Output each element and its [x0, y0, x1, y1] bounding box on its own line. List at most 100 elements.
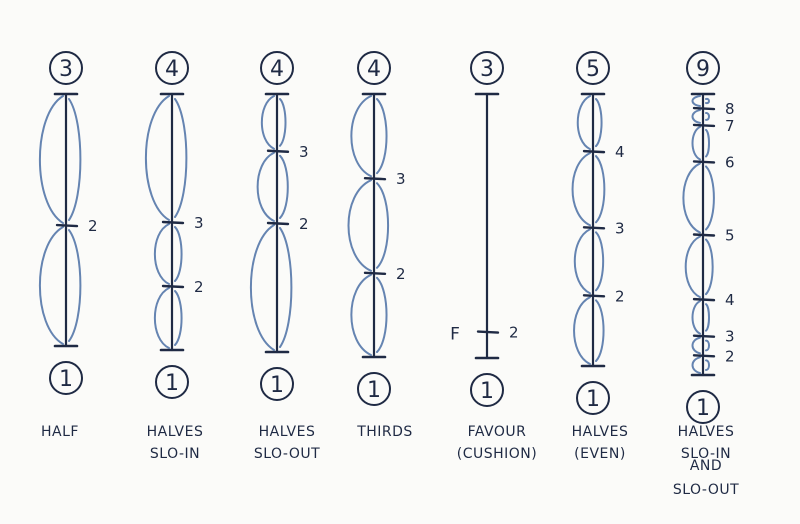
inbetween-tick	[692, 354, 716, 358]
top-key-circle	[470, 51, 504, 85]
spacing-arc	[691, 300, 701, 335]
spacing-arc	[691, 356, 701, 374]
inbetween-number: 7	[725, 117, 735, 135]
bottom-key-number: 1	[480, 379, 494, 404]
top-key-number: 3	[480, 57, 494, 82]
chart-caption-line: THIRDS	[356, 424, 413, 440]
bottom-key-circle	[686, 390, 720, 424]
top-key-number: 4	[270, 57, 284, 82]
inbetween-number: 2	[396, 265, 406, 283]
chart-caption-line: HALVES	[678, 424, 735, 440]
inbetween-tick	[363, 176, 387, 181]
bottom-key-number: 1	[270, 373, 284, 398]
spacing-arc-inner	[376, 182, 390, 269]
spacing-arc	[39, 95, 64, 225]
chart-caption-line: HALVES	[147, 424, 204, 440]
bottom-key-circle	[49, 361, 83, 395]
spacing-arc-inner	[279, 154, 289, 219]
inbetween-tick	[161, 220, 185, 225]
inbetween-tick	[692, 334, 716, 338]
spacing-arc	[153, 223, 170, 285]
bottom-key-circle	[470, 373, 504, 407]
spacing-arc-inner	[705, 339, 710, 352]
favour-marker: F	[450, 325, 460, 345]
inbetween-tick	[363, 271, 387, 276]
spacing-arc	[682, 162, 701, 234]
spacing-arc	[691, 95, 701, 108]
spacing-arc	[691, 336, 701, 355]
inbetween-tick	[266, 149, 290, 153]
spacing-arc-inner	[705, 303, 710, 332]
bottom-key-number: 1	[367, 378, 381, 403]
spacing-arc-inner	[174, 98, 188, 218]
inbetween-number: 4	[725, 291, 735, 309]
top-key-circle	[49, 51, 83, 85]
inbetween-tick	[692, 106, 716, 111]
chart-caption-line: SLO-OUT	[254, 446, 320, 462]
inbetween-number: 3	[615, 219, 625, 237]
spacing-arc	[256, 151, 275, 222]
spacing-arc-inner	[595, 299, 605, 362]
inbetween-number: 2	[615, 287, 625, 305]
spacing-arc-inner	[279, 227, 293, 348]
chart-caption-line: HALF	[41, 424, 79, 440]
spacing-arc-inner	[705, 97, 710, 105]
inbetween-tick	[692, 160, 716, 164]
inbetween-tick	[692, 233, 716, 237]
inbetween-tick	[161, 284, 185, 289]
chart-caption-line: SLO-IN	[150, 446, 200, 462]
spacing-arc-inner	[705, 238, 714, 296]
spacing-arc	[260, 95, 275, 150]
spacing-arc-inner	[279, 98, 287, 147]
spacing-arc-inner	[595, 155, 606, 224]
top-key-circle	[686, 51, 720, 85]
chart-caption-line: (EVEN)	[574, 446, 626, 462]
chart-caption-line: AND	[690, 458, 722, 474]
spacing-arc	[350, 273, 372, 356]
inbetween-number: 8	[725, 100, 735, 118]
chart-caption-line: SLO-OUT	[673, 482, 739, 498]
spacing-arc	[250, 224, 275, 351]
spacing-arc	[153, 287, 170, 349]
spacing-arc	[691, 109, 701, 124]
inbetween-number: 3	[299, 143, 309, 161]
inbetween-tick	[582, 149, 606, 154]
spacing-arc-inner	[705, 112, 710, 121]
spacing-arc-inner	[68, 98, 82, 222]
bottom-key-number: 1	[59, 367, 73, 392]
chart-caption-line: SLO-IN	[681, 446, 731, 462]
inbetween-tick	[266, 221, 290, 226]
spacing-arc-inner	[595, 231, 605, 292]
spacing-arc-inner	[705, 165, 715, 231]
inbetween-number: 3	[396, 170, 406, 188]
chart-caption-line: FAVOUR	[468, 424, 527, 440]
spacing-arc	[576, 95, 591, 151]
inbetween-tick	[692, 297, 716, 302]
top-key-circle	[576, 51, 610, 85]
inbetween-number: 4	[615, 143, 625, 161]
spacing-arc	[573, 228, 591, 295]
spacing-arc	[350, 95, 372, 178]
inbetween-number: 6	[725, 153, 735, 171]
top-key-circle	[357, 51, 391, 85]
spacing-arc-inner	[174, 290, 183, 346]
inbetween-number: 2	[509, 324, 519, 342]
top-key-number: 3	[59, 57, 73, 82]
bottom-key-number: 1	[586, 387, 600, 412]
inbetween-number: 2	[299, 215, 309, 233]
inbetween-number: 2	[88, 217, 98, 235]
bottom-key-number: 1	[696, 396, 710, 421]
inbetween-tick	[582, 294, 606, 298]
inbetween-number: 2	[194, 278, 204, 296]
bottom-key-circle	[576, 381, 610, 415]
inbetween-number: 2	[725, 347, 735, 365]
bottom-key-circle	[155, 365, 189, 399]
spacing-arc-inner	[705, 128, 710, 158]
inbetween-tick	[55, 223, 79, 228]
inbetween-number: 5	[725, 227, 735, 245]
bottom-key-circle	[357, 372, 391, 406]
spacing-arc	[39, 226, 64, 345]
spacing-arc-inner	[376, 276, 388, 353]
